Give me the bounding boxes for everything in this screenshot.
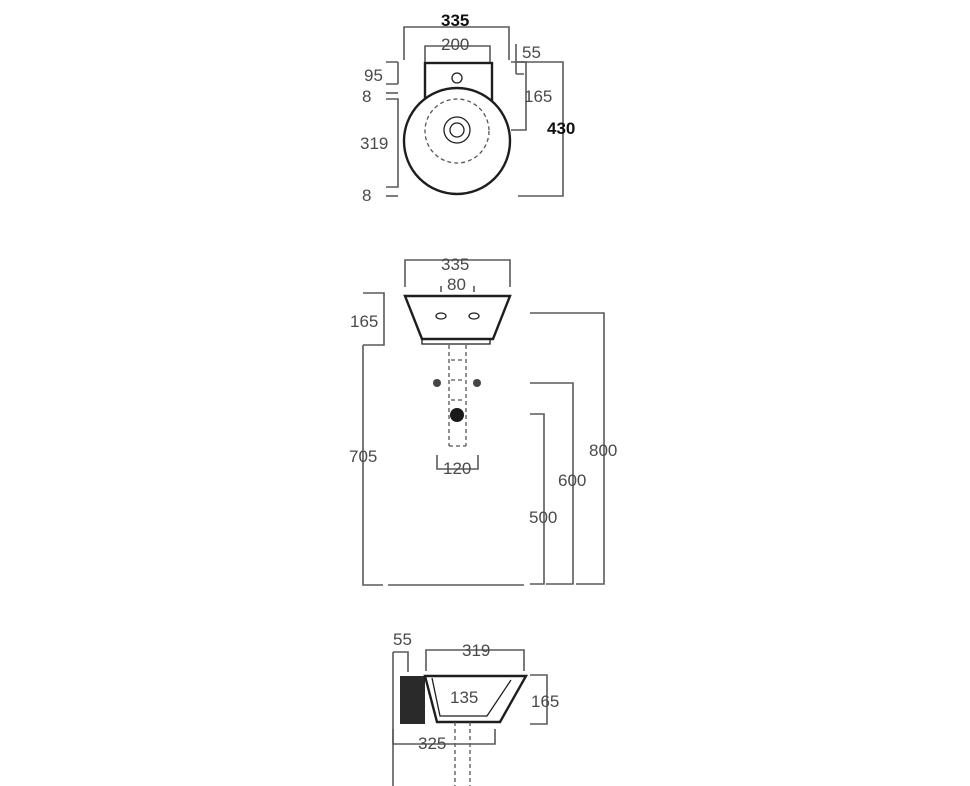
front-dim-120-line: [436, 455, 479, 470]
top-label-8-upper: 8: [362, 87, 371, 106]
top-dim-430-line: [518, 61, 564, 197]
front-dim-165-line: [363, 292, 385, 346]
side-dim-165-line: [530, 674, 548, 725]
front-waste-trap: [433, 345, 481, 447]
front-label-705: 705: [349, 447, 377, 466]
top-label-8-lower: 8: [362, 186, 371, 205]
front-label-80: 80: [447, 275, 466, 294]
top-label-200: 200: [441, 35, 469, 54]
front-basin-outline: [403, 294, 512, 345]
top-view: 335 200 55 95 8 165 430 319 8: [360, 11, 575, 205]
side-label-135: 135: [450, 688, 478, 707]
side-label-55: 55: [393, 630, 412, 649]
top-label-335: 335: [441, 11, 469, 30]
front-label-600: 600: [558, 471, 586, 490]
side-basin-outline: [400, 674, 529, 786]
top-label-95: 95: [364, 66, 383, 85]
top-label-165: 165: [524, 87, 552, 106]
top-label-430: 430: [547, 119, 575, 138]
top-dim-95-line: [386, 61, 399, 85]
side-label-165: 165: [531, 692, 559, 711]
top-dim-319-line: [386, 98, 399, 188]
front-label-165: 165: [350, 312, 378, 331]
side-dim-319-line: [425, 649, 525, 671]
top-label-55: 55: [522, 43, 541, 62]
top-label-319: 319: [360, 134, 388, 153]
side-view: 55 319 135 165 325: [392, 630, 559, 786]
front-dim-800-line: [530, 312, 605, 585]
front-dim-705-line: [362, 345, 383, 586]
front-dim-500-line: [530, 413, 545, 585]
side-dim-325-line: [392, 729, 496, 745]
top-dim-200-line: [424, 45, 491, 62]
side-label-319: 319: [462, 641, 490, 660]
side-label-325: 325: [418, 734, 446, 753]
front-label-500: 500: [529, 508, 557, 527]
front-dim-335-line: [404, 259, 511, 287]
front-label-120: 120: [443, 459, 471, 478]
front-dim-80-line: [440, 286, 475, 292]
front-label-800: 800: [589, 441, 617, 460]
front-dim-600-line: [530, 382, 574, 585]
top-dim-335-line: [403, 26, 510, 60]
side-dim-55-line: [393, 651, 409, 672]
front-label-335: 335: [441, 255, 469, 274]
front-view: 335 80 165 705 120 500 600 800: [349, 255, 617, 586]
top-dim-165-line: [511, 61, 527, 131]
top-basin-outline: [402, 61, 512, 196]
